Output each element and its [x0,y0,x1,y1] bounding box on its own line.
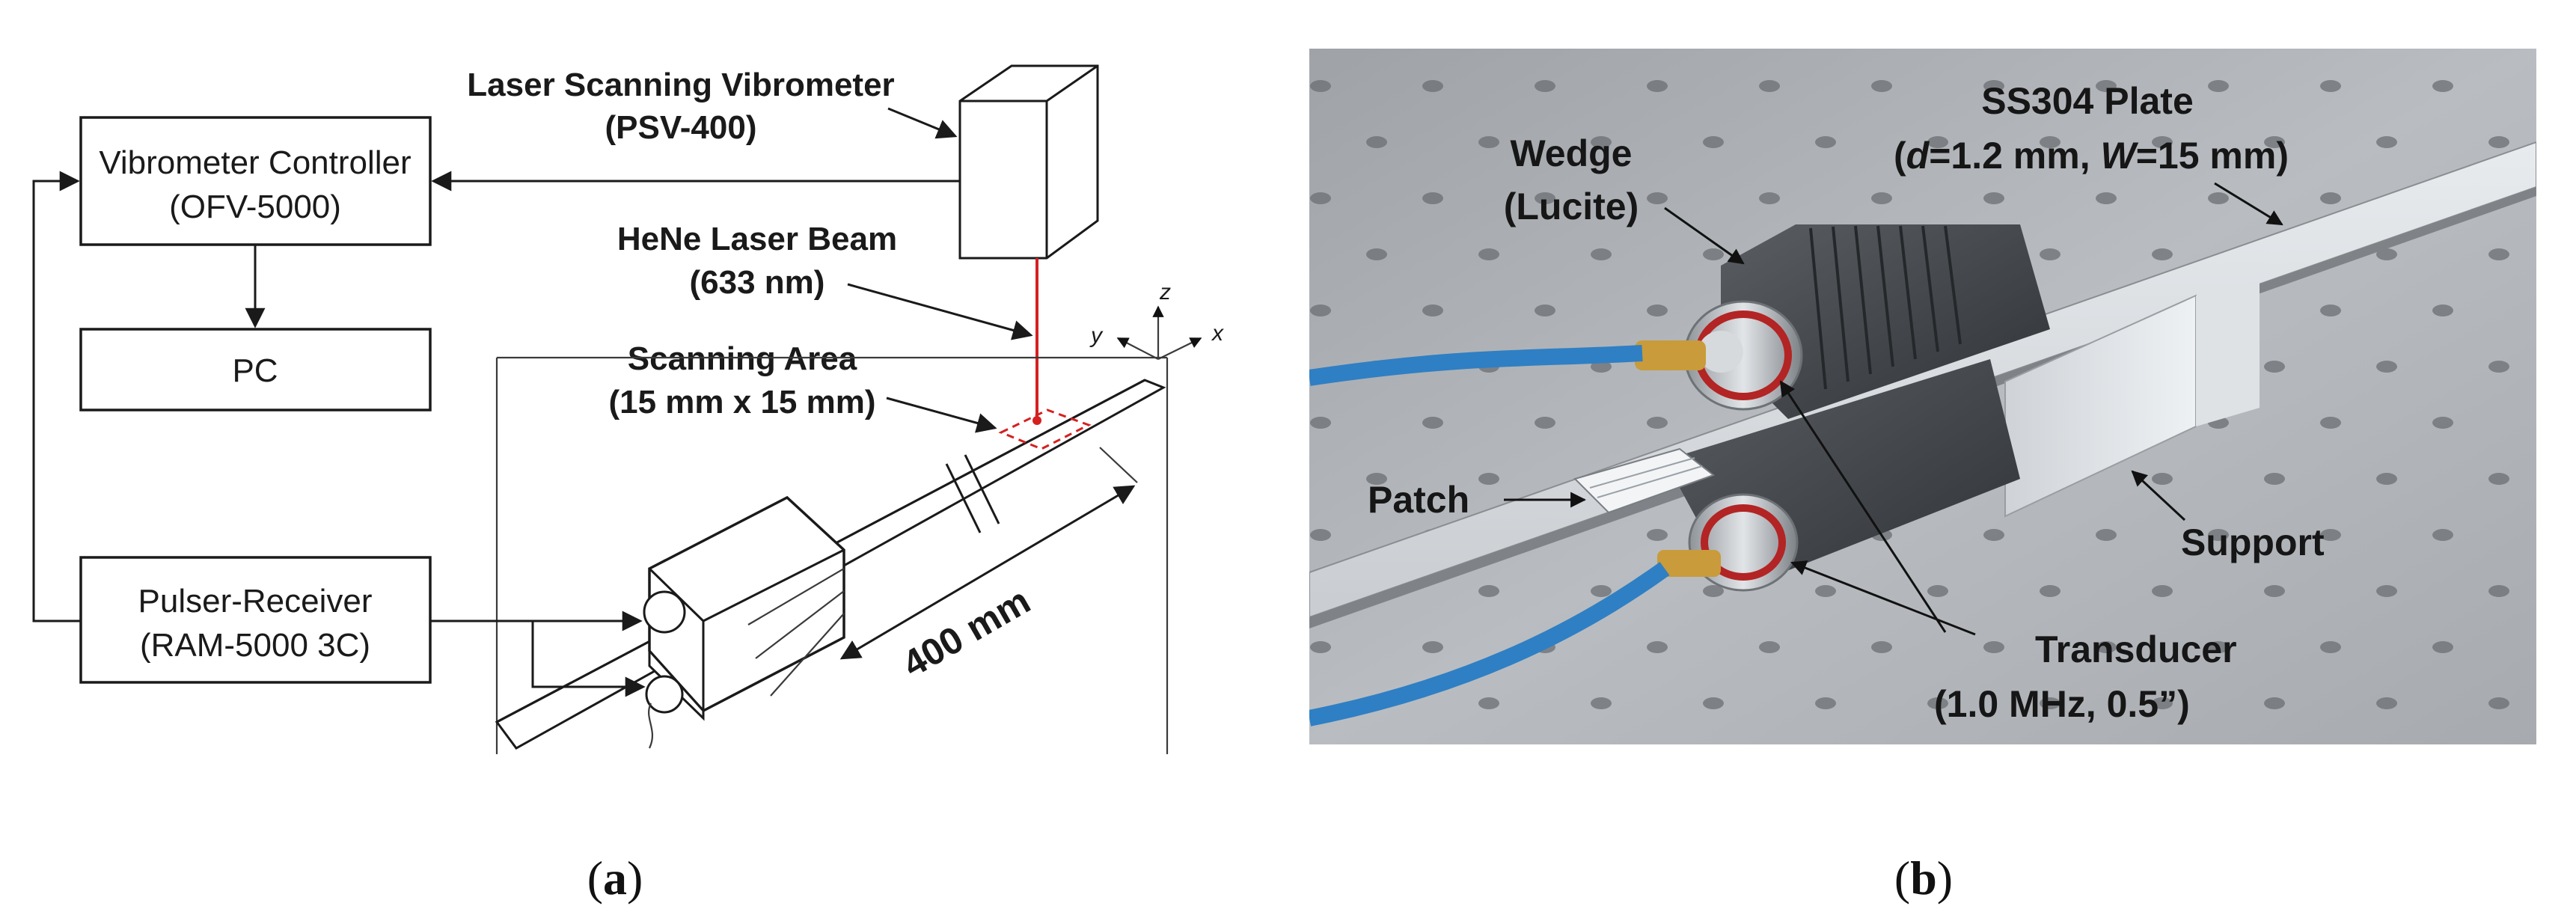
upper-wedge [1721,224,2050,419]
top-transducer [1309,300,1803,411]
pulser-receiver-box [79,556,432,684]
scanning-area-pointer-arrow [886,397,997,433]
transducer-label: Transducer [2035,628,2237,670]
transducer-pointer-arrow-bottom [1790,560,1976,636]
distance-dimension-arrow [839,485,1136,660]
pc-label: PC [232,352,278,389]
panel-a-diagram: Vibrometer Controller (OFV-5000) PC Puls… [32,64,1224,754]
panel-b-photo: SS304 Plate (d=1.2 mm, W=15 mm) Wedge (L… [1309,49,2536,744]
scanning-area-square [998,409,1092,450]
pulser-receiver-label: Pulser-Receiver [138,583,373,619]
beam-pointer-arrow [847,283,1033,340]
laser-vibrometer-head [958,64,1099,260]
plate-dimensions-label: (d=1.2 mm, W=15 mm) [1894,135,2289,177]
y-axis-label: y [1089,323,1104,348]
vibrometer-controller-model: (OFV-5000) [169,189,341,225]
beam-wavelength-label: (633 nm) [690,264,825,301]
transducer-pointer-arrow-top [1779,380,1947,633]
wedge-material-label: (Lucite) [1504,186,1639,227]
vibrometer-name-label: Laser Scanning Vibrometer [467,67,894,103]
coordinate-axes: z x y [1089,280,1224,360]
plate-name-label: SS304 Plate [1981,80,2194,122]
beam-name-label: HeNe Laser Beam [617,221,897,257]
caption-b: (b) [1894,851,1953,905]
scanning-area-label: Scanning Area [628,340,857,377]
patch-sensor [1573,447,1716,514]
distance-label: 400 mm [896,579,1037,685]
laser-spot [1032,416,1041,425]
pulser-to-bottom-transducer-arrow [531,621,646,697]
vibrometer-controller-label: Vibrometer Controller [99,144,411,181]
pulser-receiver-model: (RAM-5000 3C) [140,627,370,664]
bottom-cable [1309,562,1670,726]
wedge-pointer-arrow [1664,206,1745,265]
top-transducer-drawing [643,590,686,634]
wedge-label: Wedge [1511,132,1633,174]
support-pointer-arrow [2131,470,2186,521]
z-axis-label: z [1159,280,1171,305]
pc-box [79,328,432,411]
vibrometer-pointer-arrow [887,107,958,139]
scanning-area-size-label: (15 mm x 15 mm) [608,384,875,420]
bottom-transducer-drawing [645,675,684,714]
vibrometer-controller-box [79,116,432,246]
support-label: Support [2181,521,2325,563]
caption-a: (a) [587,851,643,905]
bottom-transducer [1309,493,1799,726]
plate-pointer-arrow [2214,182,2283,226]
x-axis-label: x [1211,321,1224,346]
top-cable [1309,345,1643,386]
feedback-loop-arrow [32,171,81,622]
transducer-spec-label: (1.0 MHz, 0.5”) [1934,683,2190,725]
vibrometer-model-label: (PSV-400) [605,109,757,146]
wedge-assembly-drawing [643,495,845,749]
patch-label: Patch [1368,479,1469,521]
